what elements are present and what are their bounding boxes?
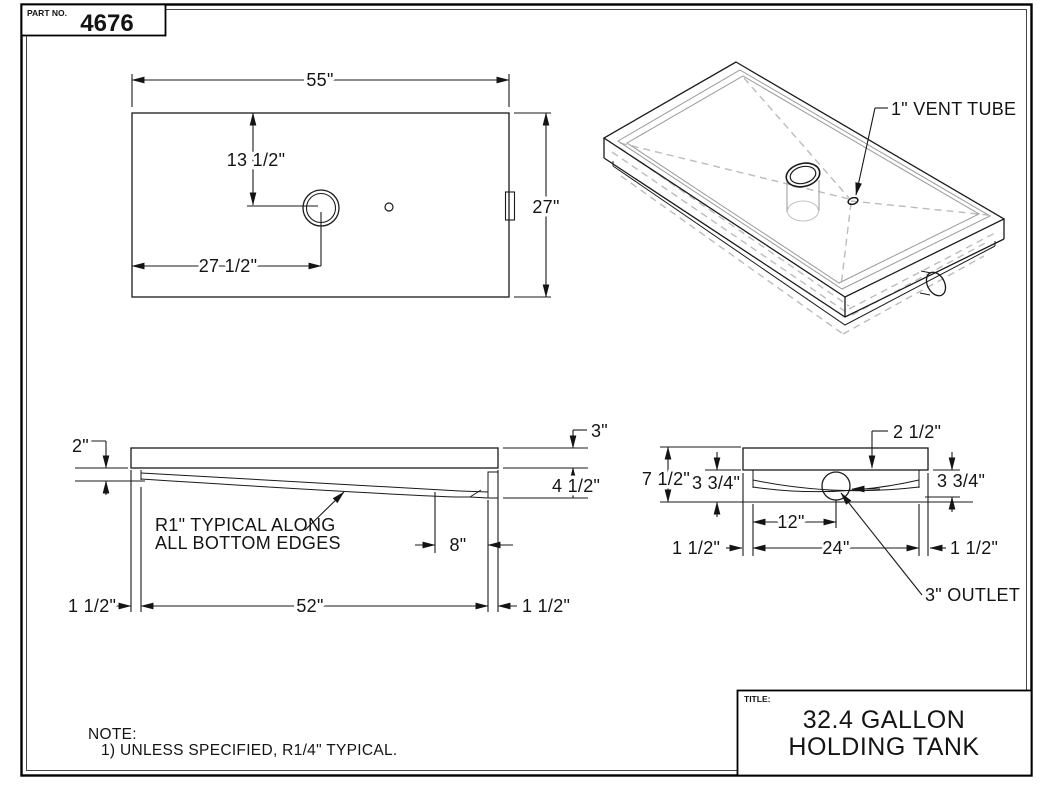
dim-end-left-1-1-2-text: 1 1/2": [672, 538, 720, 558]
dim-2-1-2-text: 2 1/2": [893, 422, 941, 442]
iso-drain-fitting: [785, 162, 821, 222]
dim-55-text: 55": [306, 70, 333, 90]
dim-3in: 3": [503, 418, 611, 481]
side-body: [140, 470, 499, 499]
isometric-view: 1" VENT TUBE: [602, 61, 1020, 335]
dim-13-1-2: 13 1/2": [223, 112, 318, 207]
dim-side-left-1-1-2: 1 1/2": [65, 593, 132, 620]
iso-outlet-stub: [919, 270, 947, 297]
dim-27-text: 27": [532, 197, 559, 217]
outlet-callout: 3" OUTLET: [840, 492, 1023, 609]
tank-top-outline: [131, 112, 510, 298]
dim-left-3-3-4: 3 3/4": [689, 452, 743, 517]
outlet-label: 3" OUTLET: [925, 585, 1020, 605]
dim-2in-text: 2": [72, 436, 89, 456]
dim-52in-text: 52": [296, 596, 323, 616]
dim-side-right-1-1-2: 1 1/2": [497, 593, 573, 620]
radius-note-line2: ALL BOTTOM EDGES: [155, 533, 341, 553]
dim-52in: 52": [140, 593, 489, 620]
vent-tube-label: 1" VENT TUBE: [891, 99, 1016, 119]
vent-hole-iso: [847, 196, 859, 206]
note-heading: NOTE:: [88, 726, 137, 743]
dim-24in: 24": [742, 473, 929, 562]
end-flange: [742, 447, 929, 471]
dim-7-1-2-text: 7 1/2": [642, 469, 690, 489]
dim-12in-text: 12": [777, 512, 804, 532]
title-line1: 32.4 GALLON: [803, 706, 966, 734]
dim-right-3-3-4-text: 3 3/4": [937, 471, 985, 491]
part-number: 4676: [80, 10, 133, 37]
sheet-border: [20, 3, 1033, 777]
dim-4-1-2: 4 1/2": [503, 467, 603, 500]
part-box-frame: [20, 3, 167, 37]
dim-end-right-1-1-2: 1 1/2": [929, 535, 1001, 562]
dim-27-1-2: 27 1/2": [131, 212, 322, 280]
side-outlet-cap: [487, 471, 499, 499]
note-item-1: 1) UNLESS SPECIFIED, R1/4" TYPICAL.: [101, 742, 398, 759]
dim-24in-text: 24": [822, 538, 849, 558]
dim-left-3-3-4-text: 3 3/4": [692, 473, 740, 493]
radius-note-line1: R1" TYPICAL ALONG: [155, 515, 336, 535]
outlet-boss-top: [504, 191, 516, 221]
end-view: 7 1/2" 3 3/4" 3 3/4" 2 1/2" 12": [638, 419, 1023, 609]
outer-border: [20, 3, 1033, 777]
dim-7-1-2: 7 1/2": [638, 446, 693, 503]
dim-right-3-3-4: 3 3/4": [934, 452, 988, 512]
inner-border: [26, 9, 1027, 771]
dim-3in-text: 3": [591, 421, 608, 441]
fitting-top-ellipse: [785, 162, 821, 188]
dim-8in: 8": [415, 532, 513, 559]
title-label: TITLE:: [744, 694, 771, 704]
dim-27: 27": [514, 112, 563, 298]
iso-tank-body: [602, 61, 1006, 326]
notes: NOTE: 1) UNLESS SPECIFIED, R1/4" TYPICAL…: [85, 723, 401, 763]
dim-end-left-1-1-2: 1 1/2": [669, 535, 743, 562]
dim-side-left-1-1-2-text: 1 1/2": [68, 596, 116, 616]
title-block: TITLE: 32.4 GALLON HOLDING TANK: [736, 689, 1033, 777]
dim-8in-text: 8": [449, 535, 466, 555]
dim-side-right-1-1-2-text: 1 1/2": [522, 596, 570, 616]
part-no-label: PART NO.: [27, 8, 67, 18]
top-view: 55" 27" 13 1/2" 27 1/2": [131, 67, 563, 298]
side-view: 2" 3" 4 1/2" R1" TYPICAL ALONG ALL BOTTO…: [65, 418, 612, 620]
vent-hole-top: [384, 202, 394, 212]
title-line2: HOLDING TANK: [788, 733, 979, 761]
iso-inner-rim: [617, 69, 992, 290]
dim-end-right-1-1-2-text: 1 1/2": [950, 538, 998, 558]
radius-note: R1" TYPICAL ALONG ALL BOTTOM EDGES: [152, 491, 345, 557]
dim-2-1-2: 2 1/2": [868, 419, 944, 469]
dim-2in: 2": [69, 433, 145, 495]
iso-lower-lip: [612, 165, 996, 326]
side-flange: [130, 447, 499, 469]
iso-vent: 1" VENT TUBE: [847, 96, 1020, 206]
dim-55: 55": [131, 67, 510, 107]
dim-4-1-2-text: 4 1/2": [552, 476, 600, 496]
end-body: [752, 470, 920, 501]
dim-12in: 12": [752, 500, 837, 536]
dim-13-1-2-text: 13 1/2": [227, 150, 286, 170]
iso-top-face: [602, 61, 1006, 298]
dim-27-1-2-text: 27 1/2": [199, 256, 258, 276]
title-block-frame: [736, 689, 1033, 777]
part-number-box: PART NO. 4676: [20, 3, 167, 41]
outlet-circle: [821, 471, 851, 501]
